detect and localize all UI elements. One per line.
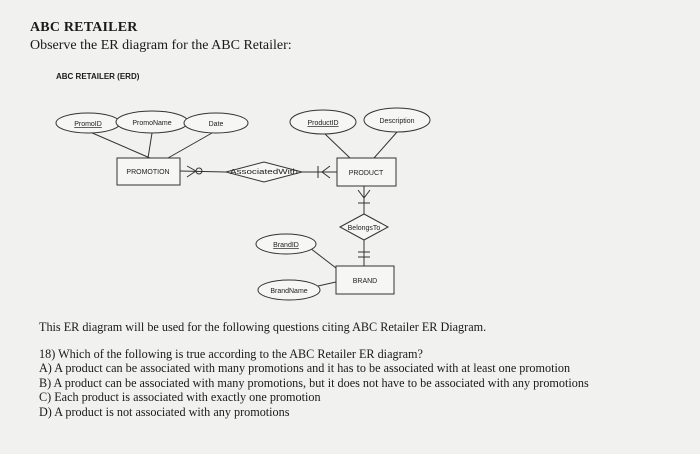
connector-brandname-brand (317, 281, 337, 287)
rel-belongsto-label: BelongsTo (348, 225, 381, 232)
entity-promotion-label: PROMOTION (126, 169, 169, 176)
option-b: B) A product can be associated with many… (39, 375, 589, 390)
diagram-title: ABC RETAILER (ERD) (56, 72, 140, 81)
optional-circle-promotion (195, 167, 203, 175)
crowsfoot-belongsto-left (357, 189, 365, 199)
crowsfoot-product-bottom (321, 171, 331, 179)
connector-promoid-promotion (89, 131, 151, 159)
option-d: D) A product is not associated with any … (39, 404, 290, 419)
intro-text: This ER diagram will be used for the fol… (39, 320, 487, 334)
connector-brandid-brand (309, 247, 337, 269)
connector-promoname-promotion (147, 132, 153, 159)
page-heading: ABC RETAILER (30, 20, 138, 35)
attr-promoid-label: PromoID (74, 121, 102, 128)
entity-brand-box (335, 265, 395, 295)
attr-productid-label: ProductID (307, 120, 338, 127)
question-text: 18) Which of the following is true accor… (39, 346, 423, 361)
rel-belongsto-diamond (338, 213, 390, 241)
attr-date-label: Date (209, 121, 224, 128)
attr-brandname-label: BrandName (270, 288, 307, 295)
question-block: This ER diagram will be used for the fol… (39, 320, 679, 419)
entity-product-label: PRODUCT (349, 170, 384, 177)
er-diagram: PromoID PromoName Date ProductID Descrip… (55, 107, 431, 301)
crowsfoot-belongsto-right (363, 189, 371, 199)
option-a: A) A product can be associated with many… (39, 361, 571, 375)
attr-brandid-ellipse (255, 233, 317, 255)
entity-product-box (336, 157, 397, 187)
attr-description-ellipse (363, 107, 431, 133)
attr-date-ellipse (183, 112, 249, 134)
crowsfoot-promotion-top (186, 165, 197, 172)
connector-productid-product (324, 133, 351, 159)
connector-description-product (373, 131, 398, 159)
rel-associatedwith-label: AssociatedWith (230, 169, 298, 176)
attr-productid-ellipse (289, 109, 357, 135)
page-subheading: Observe the ER diagram for the ABC Retai… (30, 38, 292, 53)
entity-promotion-box (116, 157, 181, 186)
attr-brandid-label: BrandID (273, 242, 299, 249)
option-c: C) Each product is associated with exact… (39, 390, 321, 404)
crowsfoot-product-top (321, 165, 331, 173)
entity-brand-label: BRAND (353, 278, 378, 285)
attr-brandname-ellipse (257, 279, 321, 301)
connector-date-promotion (167, 132, 213, 159)
rel-associatedwith-diamond (224, 161, 304, 183)
attr-promoname-label: PromoName (132, 120, 171, 127)
attr-description-label: Description (379, 118, 414, 125)
crowsfoot-promotion-bottom (186, 170, 197, 178)
connector-promotion-associatedwith (179, 170, 227, 173)
